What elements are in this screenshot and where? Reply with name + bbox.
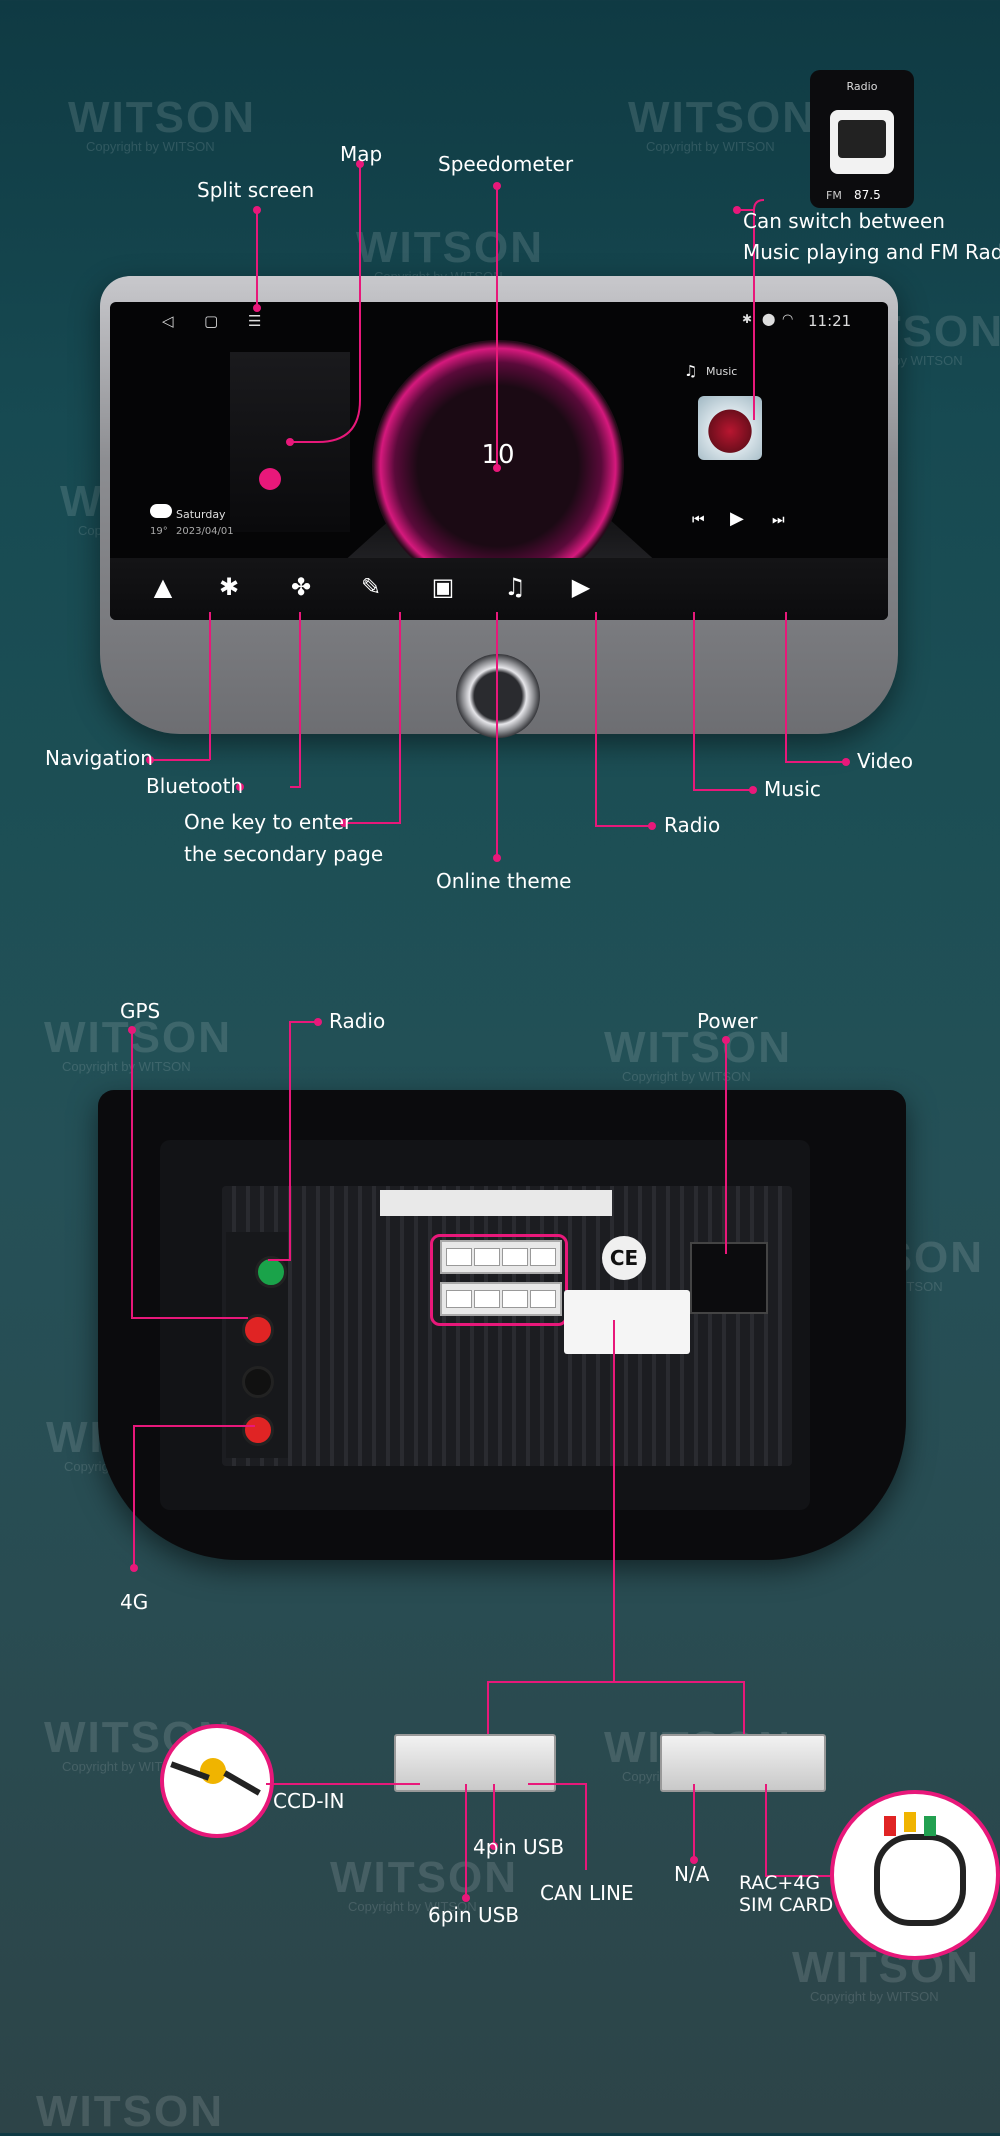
app-dock: ▲ ✱ ✤ ✎ ▣ ♫ ▶: [110, 558, 888, 620]
apps-icon[interactable]: ✤: [290, 573, 312, 601]
label-bluetooth: Bluetooth: [146, 774, 244, 798]
power-socket: [690, 1242, 768, 1314]
speedometer-gauge: 10: [372, 340, 624, 592]
home-icon[interactable]: ▢: [204, 312, 219, 330]
label-can-line: CAN LINE: [540, 1881, 634, 1905]
label-ccd-in: CCD-IN: [273, 1789, 345, 1813]
volume-knob[interactable]: [456, 654, 540, 738]
radio-popup-title: Radio: [846, 80, 878, 93]
serial-sticker: [564, 1290, 690, 1354]
radio-band: FM: [826, 189, 842, 202]
label-na: N/A: [674, 1862, 710, 1886]
map-widget[interactable]: [230, 352, 350, 532]
album-art: [698, 396, 762, 460]
label-rac-line1: RAC+4G: [739, 1872, 821, 1894]
radio-frequency: 87.5: [854, 188, 881, 202]
na-rac-connector: [660, 1734, 826, 1792]
label-video: Video: [857, 749, 914, 773]
wifi-icon: ◠: [782, 312, 794, 327]
radio-art: [830, 110, 894, 174]
label-switch-line1: Can switch between: [743, 209, 945, 233]
label-one-key-line1: One key to enter: [184, 810, 353, 834]
bluetooth-icon: ✱: [742, 312, 753, 326]
barcode-label: [380, 1190, 612, 1216]
label-one-key-line2: the secondary page: [184, 842, 384, 866]
label-switch-line2: Music playing and FM Radio: [743, 240, 1000, 264]
ccd-usb-can-connector: [394, 1734, 556, 1792]
label-radio-back: Radio: [329, 1009, 386, 1033]
theme-brush-icon[interactable]: ✎: [360, 573, 382, 601]
next-icon[interactable]: ⏭: [772, 512, 785, 528]
gps-antenna-jack: [242, 1314, 274, 1346]
play-icon[interactable]: ▶: [730, 508, 744, 529]
harness-highlight: [430, 1234, 568, 1326]
prev-icon[interactable]: ⏮: [692, 512, 705, 528]
weather-temp: 19°: [150, 526, 168, 537]
rca-cable-photo: [160, 1724, 274, 1838]
radio-antenna-jack: [255, 1256, 287, 1288]
clock: 11:21: [808, 312, 852, 330]
label-4pin-usb: 4pin USB: [473, 1835, 565, 1859]
label-6pin-usb: 6pin USB: [428, 1903, 520, 1927]
back-icon[interactable]: ◁: [162, 312, 174, 330]
harness-socket: [440, 1240, 562, 1274]
label-split-screen: Split screen: [197, 178, 315, 202]
label-online-theme: Online theme: [436, 869, 572, 893]
label-power: Power: [697, 1009, 758, 1033]
wiring-harness-photo: [830, 1790, 1000, 1960]
music-widget-label: Music: [706, 365, 738, 378]
label-radio-front: Radio: [664, 813, 721, 837]
head-unit-screen: ◁ ▢ ☰ ✱ ⬤ ◠ 11:21 Saturday 19° 2023/04/0…: [110, 302, 888, 620]
navigation-icon[interactable]: ▲: [153, 573, 173, 601]
radio-popup: Radio FM 87.5: [810, 70, 914, 208]
map-position-icon: [259, 468, 281, 490]
weather-day: Saturday: [176, 508, 226, 521]
nav-line-extend: [150, 759, 210, 761]
status-bar: ◁ ▢ ☰ ✱ ⬤ ◠ 11:21: [110, 302, 888, 338]
music-note-icon: ♫: [684, 362, 698, 380]
label-speedometer: Speedometer: [438, 152, 574, 176]
location-icon: ⬤: [762, 312, 776, 326]
label-4g: 4G: [120, 1590, 149, 1614]
label-navigation: Navigation: [45, 746, 153, 770]
menu-icon[interactable]: ☰: [248, 312, 262, 330]
bluetooth-icon[interactable]: ✱: [218, 573, 240, 601]
label-map: Map: [340, 142, 383, 166]
wifi-antenna-jack: [242, 1366, 274, 1398]
heatsink-plate: [222, 1186, 792, 1466]
weather-date: 2023/04/01: [176, 526, 234, 537]
fourg-antenna-jack: [242, 1414, 274, 1446]
radio-icon[interactable]: ▣: [431, 573, 455, 601]
music-note-icon[interactable]: ♫: [504, 573, 526, 601]
harness-socket: [440, 1282, 562, 1316]
speed-value: 10: [481, 440, 515, 470]
weather-icon: [150, 504, 172, 518]
watermark: WITSON: [36, 2087, 224, 2136]
ce-mark: CE: [602, 1236, 646, 1280]
label-music: Music: [764, 777, 821, 801]
label-rac-line2: SIM CARD: [739, 1894, 834, 1916]
video-icon[interactable]: ▶: [571, 573, 591, 601]
label-gps: GPS: [120, 999, 161, 1023]
